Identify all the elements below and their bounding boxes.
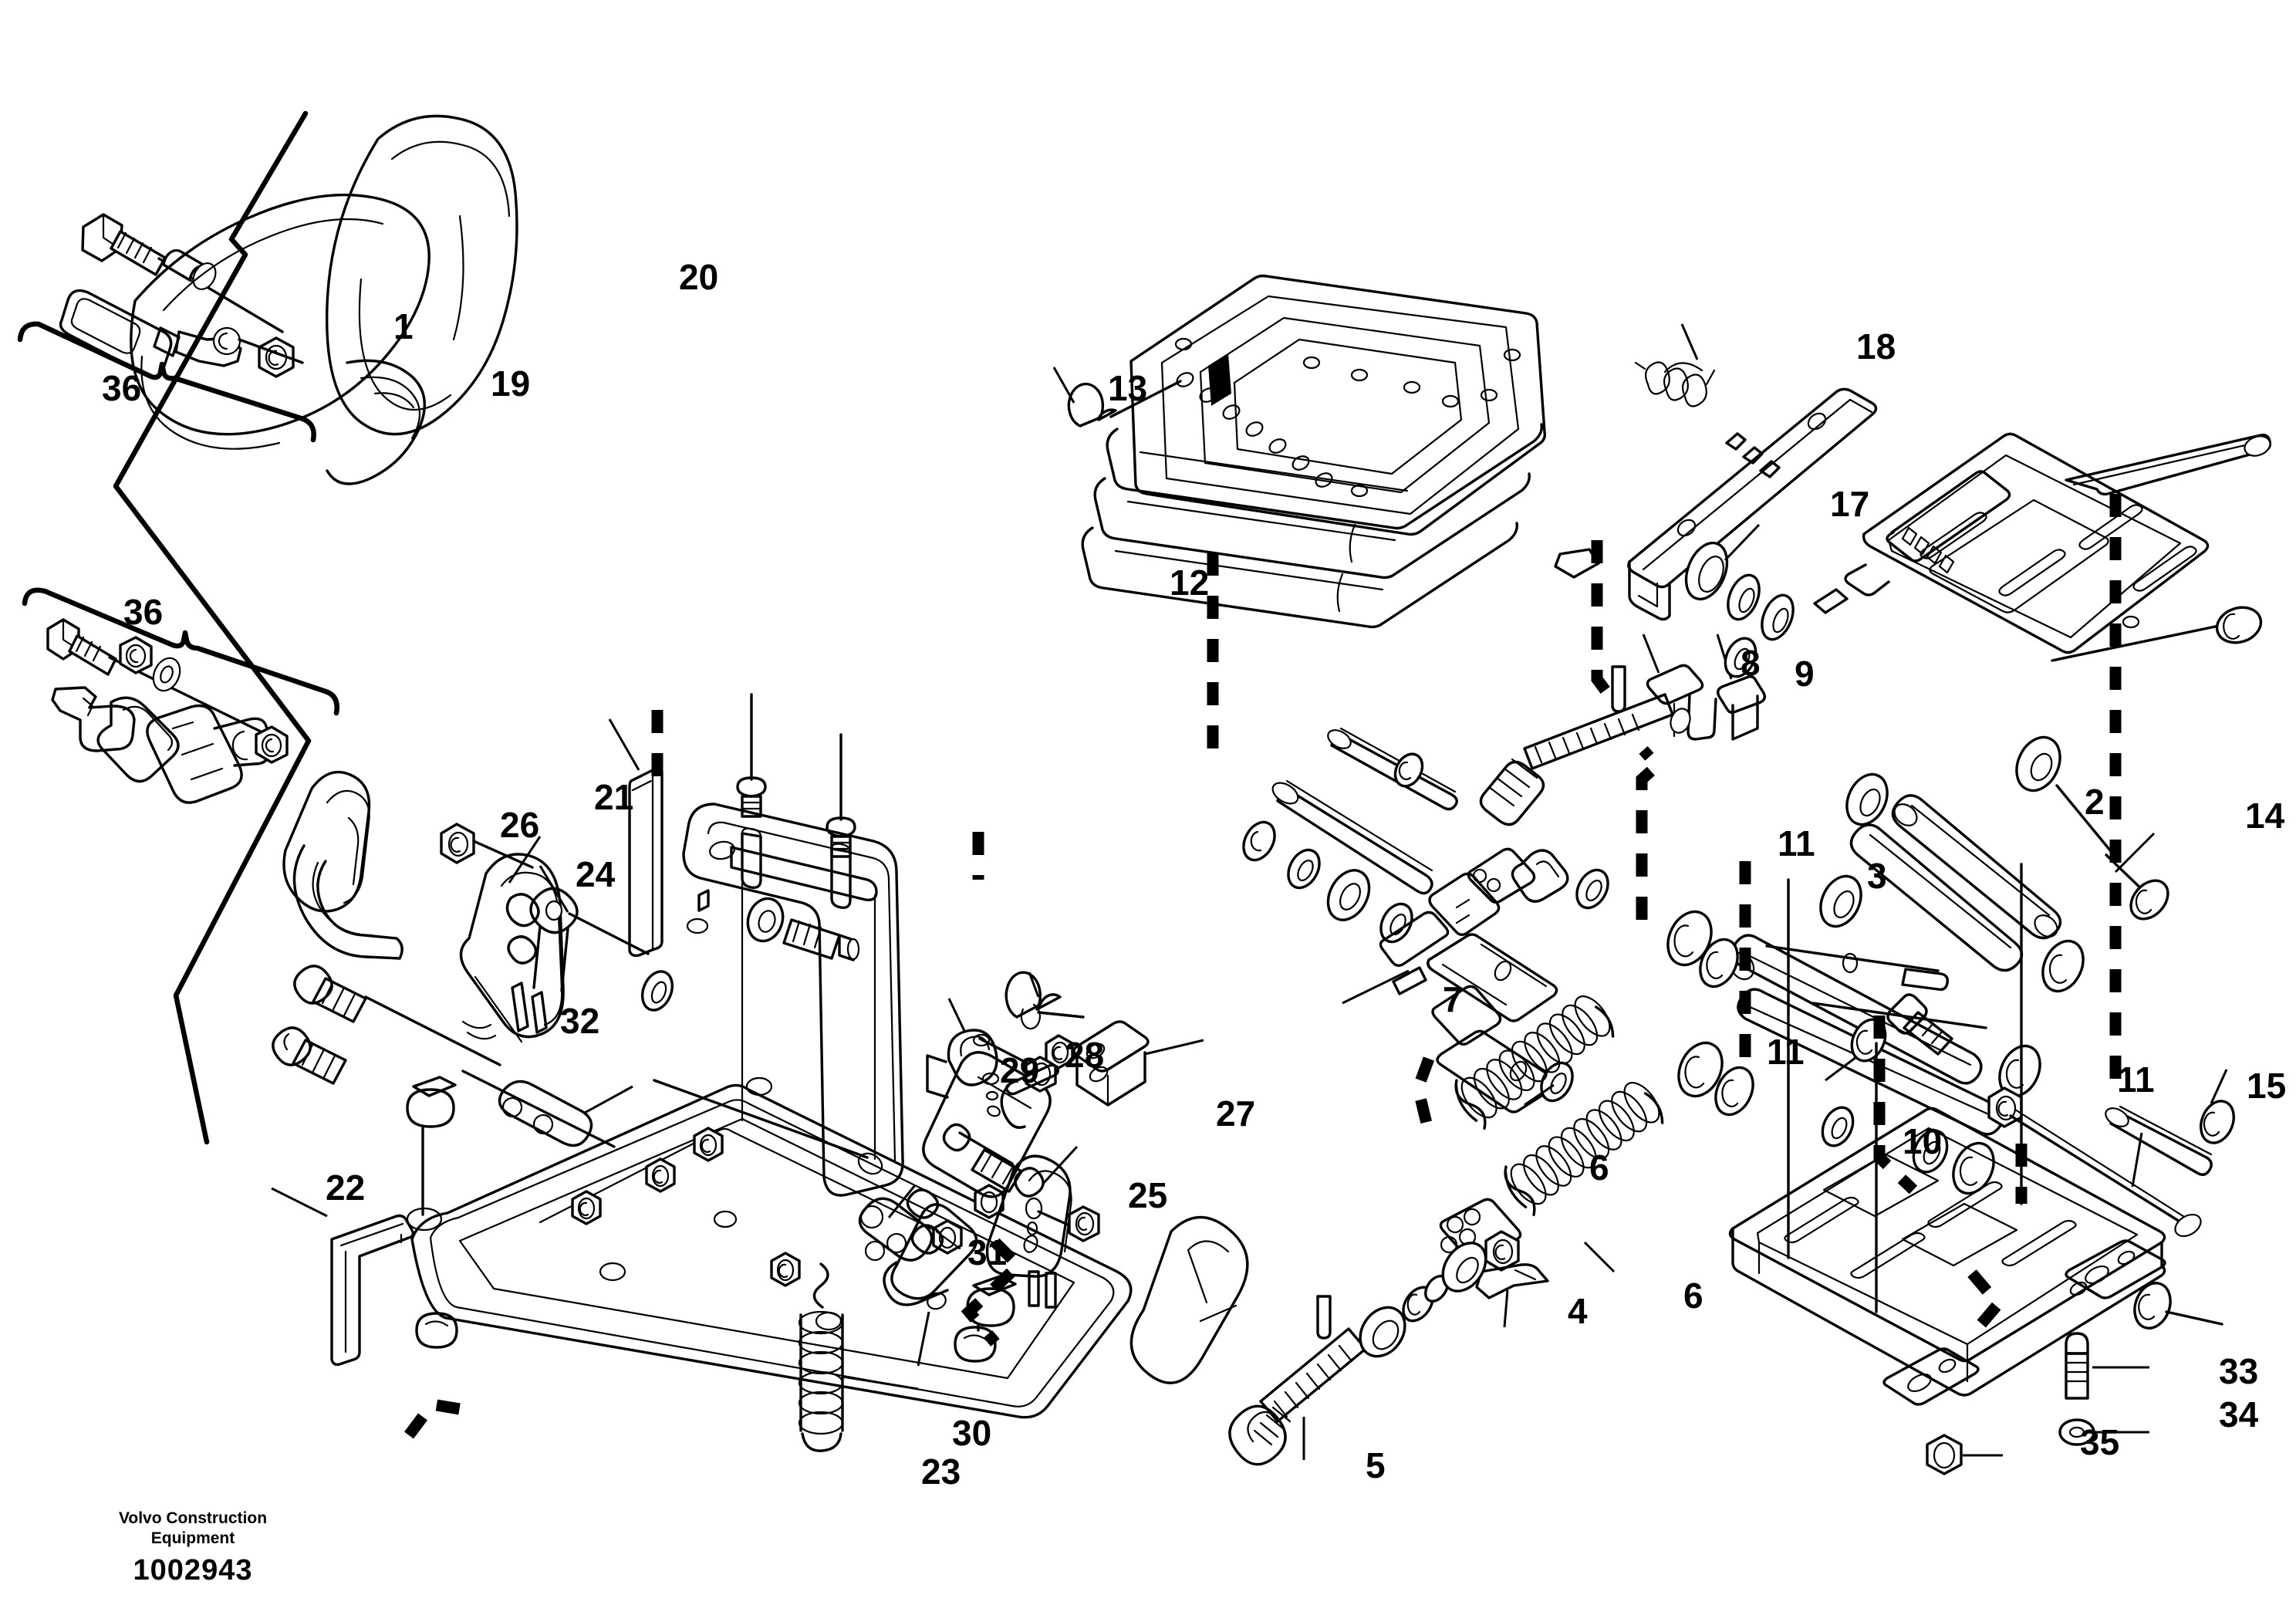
callout-roller-bushing: 17 (1830, 484, 1870, 524)
callout-release-handle-plate: 30 (952, 1413, 992, 1453)
callout-recliner-plate: 26 (500, 805, 540, 845)
callout-tension-spring: 18 (1856, 326, 1896, 367)
part-2-3-scissor-links (1666, 735, 2236, 1195)
callout-hex-nut: 35 (2080, 1422, 2120, 1462)
callout-bellows-retainer-pin: 13 (1108, 368, 1148, 408)
part-5-knob-screw (1228, 1242, 1487, 1466)
callout-pivot-lever-bracket: 7 (1443, 979, 1463, 1019)
part-20-backrest-cushion (325, 114, 518, 436)
part-27-28-29-clips (926, 971, 1204, 1129)
callout-return-spring: 23 (921, 1451, 961, 1492)
callout-flanged-bushing: 11 (2117, 1059, 2155, 1100)
callout-latch-block: 8 (1741, 643, 1761, 683)
callout-spring-anchor-plate: 4 (1568, 1291, 1588, 1331)
callout-adjuster-knob-screw: 5 (1366, 1445, 1386, 1485)
callout-suspension-spring: 6 (1589, 1147, 1609, 1188)
callout-seat-cushion: 19 (491, 363, 531, 404)
brand-line-1: Volvo Construction (118, 1509, 268, 1527)
part-18-tension-spring (1634, 323, 1716, 407)
callout-latch-keeper: 9 (1795, 654, 1815, 694)
part-36-belt-buckle-upper (17, 213, 316, 443)
callout-spacer-bushing: 10 (1903, 1121, 1943, 1161)
part-36-belt-latch-lower (22, 587, 339, 804)
callout-lower-scissor-link: 3 (1867, 856, 1887, 896)
callout-cotter-clip: 24 (576, 854, 616, 894)
part-17-rail-rollers (1554, 387, 1878, 641)
armrest-hook (1129, 1215, 1249, 1384)
callout-bellows-boot: 12 (1170, 563, 1210, 603)
brand-line-2: Equipment (150, 1529, 235, 1548)
callout-latch-plate: 25 (1128, 1175, 1168, 1215)
callout-link-plate: 32 (560, 1001, 600, 1041)
callout-cable-clip: 29 (1000, 1050, 1040, 1090)
part-7-pivot-bracket (1242, 727, 1609, 1113)
callout-support-bracket: 22 (326, 1168, 366, 1208)
part-8-9-latch (1479, 634, 1767, 826)
part-4-anchor-plate (1439, 1198, 1549, 1328)
callout-seat-assembly-bracket-line: 1 (393, 306, 414, 346)
callout-flanged-bushing: 11 (1778, 823, 1815, 863)
part-6-springs (1454, 995, 1664, 1273)
callout-suspension-spring: 6 (1683, 1276, 1703, 1316)
part-1-assembly-outline (113, 110, 312, 1145)
callout-link-pin: 14 (2245, 796, 2285, 836)
callout-seat-belt-latch-kit: 36 (123, 592, 164, 632)
callout-upper-scissor-link: 2 (2085, 782, 2105, 822)
part-12-bellows (1081, 274, 1547, 629)
callout-cable-bracket: 27 (1216, 1093, 1256, 1134)
sheet-footer: Volvo Construction Equipment 1002943 (85, 1509, 301, 1587)
callout-flanged-bushing: 11 (1767, 1032, 1805, 1072)
upper-slide-plate (1813, 432, 2272, 662)
seat-pan (406, 1076, 1133, 1452)
assembly-phantom-lines (404, 494, 2122, 1439)
callout-seat-belt-buckle-kit: 36 (102, 368, 142, 408)
callout-plain-washer: 34 (2219, 1394, 2259, 1434)
part-22-support-bracket (271, 1187, 415, 1367)
callout-bush-roller: 28 (1065, 1035, 1105, 1075)
callout-backrest-cushion: 20 (679, 257, 719, 297)
backrest-frame (653, 693, 904, 1197)
lower-base-frame (1728, 863, 2223, 1475)
callout-release-link: 31 (967, 1232, 1008, 1272)
callout-socket-head-screw: 33 (2219, 1351, 2259, 1391)
part-13-retainer-pin (1052, 367, 1182, 427)
callout-spacer-tube: 21 (594, 777, 634, 817)
part-26-recliner (272, 718, 674, 1148)
callout-shaft-pin: 15 (2247, 1066, 2287, 1106)
part-number: 1002943 (133, 1553, 253, 1587)
